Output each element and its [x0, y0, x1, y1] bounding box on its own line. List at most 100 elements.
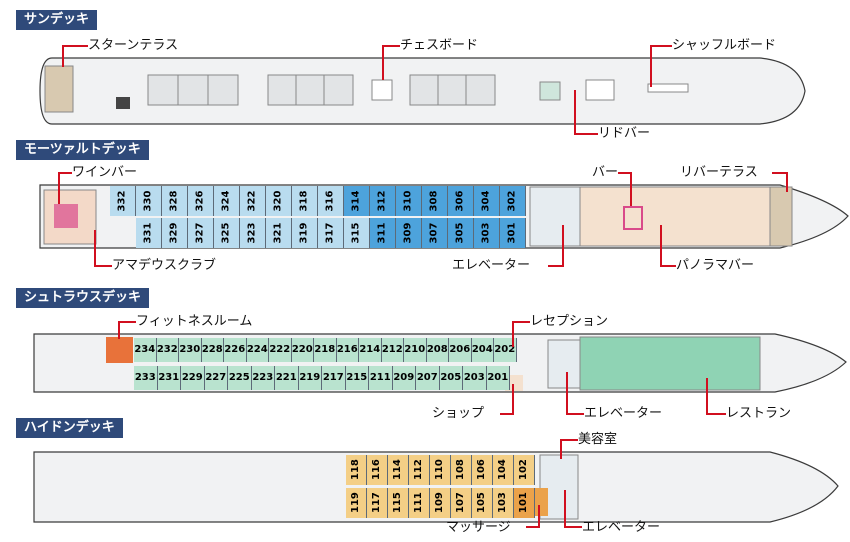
cabin-219: 219: [298, 366, 322, 390]
cabin-309: 309: [396, 218, 422, 248]
cabin-301: 301: [500, 218, 526, 248]
cabin-221: 221: [275, 366, 299, 390]
cabin-107: 107: [451, 488, 472, 518]
cabin-311: 311: [370, 218, 396, 248]
cabin-314: 314: [344, 186, 370, 216]
cabin-322: 322: [240, 186, 266, 216]
cabin-217: 217: [322, 366, 346, 390]
cabin-308: 308: [422, 186, 448, 216]
cabin-223: 223: [251, 366, 275, 390]
cabin-321: 321: [266, 218, 292, 248]
deck-title-strauss: シュトラウスデッキ: [16, 288, 150, 308]
cabin-110: 110: [430, 455, 451, 485]
label-star-terrace: スターンテラス: [88, 38, 179, 53]
cabin-109: 109: [430, 488, 451, 518]
label-bar: バー: [592, 165, 619, 180]
cabin-112: 112: [409, 455, 430, 485]
cabin-228: 228: [201, 338, 224, 362]
cabin-102: 102: [514, 455, 535, 485]
cabin-327: 327: [188, 218, 214, 248]
cabin-108: 108: [451, 455, 472, 485]
cabin-119: 119: [346, 488, 367, 518]
cabin-315: 315: [344, 218, 370, 248]
label-shuffle: シャッフルボード: [672, 38, 777, 53]
cabin-111: 111: [409, 488, 430, 518]
cabin-209: 209: [392, 366, 416, 390]
cabin-326: 326: [188, 186, 214, 216]
cabin-201: 201: [486, 366, 510, 390]
label-chess: チェスボード: [400, 38, 479, 53]
cabin-316: 316: [318, 186, 344, 216]
cabin-330: 330: [136, 186, 162, 216]
cabin-310: 310: [396, 186, 422, 216]
cabin-222: 222: [269, 338, 292, 362]
cabin-306: 306: [448, 186, 474, 216]
cabin-227: 227: [204, 366, 228, 390]
cabin-106: 106: [472, 455, 493, 485]
cabin-114: 114: [388, 455, 409, 485]
cabin-318: 318: [292, 186, 318, 216]
cabin-234: 234: [134, 338, 157, 362]
cabin-218: 218: [314, 338, 337, 362]
cabin-116: 116: [367, 455, 388, 485]
cabin-320: 320: [266, 186, 292, 216]
cabin-319: 319: [292, 218, 318, 248]
cabin-323: 323: [240, 218, 266, 248]
label-shop: ショップ: [432, 406, 485, 421]
cabin-210: 210: [404, 338, 427, 362]
cabin-324: 324: [214, 186, 240, 216]
cabin-214: 214: [359, 338, 382, 362]
cabin-312: 312: [370, 186, 396, 216]
cabin-328: 328: [162, 186, 188, 216]
cabin-317: 317: [318, 218, 344, 248]
deck-title-haydn: ハイドンデッキ: [16, 418, 123, 438]
cabin-230: 230: [179, 338, 202, 362]
label-massage: マッサージ: [446, 520, 511, 535]
cabin-332: 332: [110, 186, 136, 216]
cabin-205: 205: [439, 366, 463, 390]
cabin-216: 216: [336, 338, 359, 362]
label-panorama: パノラマバー: [676, 258, 755, 273]
cabin-225: 225: [228, 366, 252, 390]
cabin-118: 118: [346, 455, 367, 485]
label-strauss-elevator: エレベーター: [584, 406, 663, 421]
cabin-224: 224: [246, 338, 269, 362]
cabin-117: 117: [367, 488, 388, 518]
cabin-104: 104: [493, 455, 514, 485]
cabin-329: 329: [162, 218, 188, 248]
label-amadeus: アマデウスクラブ: [112, 258, 217, 273]
cabin-305: 305: [448, 218, 474, 248]
label-mozart-elevator: エレベーター: [452, 258, 531, 273]
cabin-206: 206: [449, 338, 472, 362]
cabin-325: 325: [214, 218, 240, 248]
deck-title-sun: サンデッキ: [16, 10, 98, 30]
cabin-115: 115: [388, 488, 409, 518]
cabin-233: 233: [134, 366, 158, 390]
cabin-232: 232: [156, 338, 179, 362]
cabin-204: 204: [471, 338, 494, 362]
cabin-307: 307: [422, 218, 448, 248]
label-restaurant: レストラン: [726, 406, 792, 421]
cabin-212: 212: [381, 338, 404, 362]
label-river-terrace: リバーテラス: [680, 165, 758, 180]
cabin-220: 220: [291, 338, 314, 362]
cabin-101: 101: [514, 488, 535, 518]
deck-title-mozart: モーツァルトデッキ: [16, 140, 149, 160]
label-lido: リドバー: [598, 126, 651, 141]
label-reception: レセプション: [530, 314, 609, 329]
label-wine: ワインバー: [72, 165, 138, 180]
cabin-302: 302: [500, 186, 526, 216]
cabin-331: 331: [136, 218, 162, 248]
label-beauty: 美容室: [578, 432, 618, 447]
cabin-207: 207: [416, 366, 440, 390]
cabin-208: 208: [426, 338, 449, 362]
cabin-103: 103: [493, 488, 514, 518]
label-fitness: フィットネスルーム: [136, 314, 253, 329]
cabin-304: 304: [474, 186, 500, 216]
cabin-229: 229: [181, 366, 205, 390]
cabin-211: 211: [369, 366, 393, 390]
cabin-215: 215: [345, 366, 369, 390]
cabin-303: 303: [474, 218, 500, 248]
cabin-226: 226: [224, 338, 247, 362]
label-haydn-elevator: エレベーター: [582, 520, 661, 535]
